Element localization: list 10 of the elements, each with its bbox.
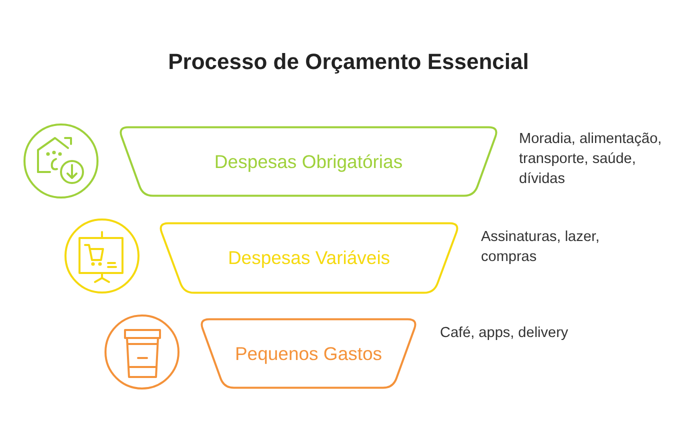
stage-description: Café, apps, delivery: [440, 324, 568, 343]
stage-description: Assinaturas, lazer, compras: [481, 228, 600, 267]
stage-label: Despesas Variáveis: [228, 247, 390, 269]
funnel-segment: [157, 222, 461, 294]
diagram-title: Processo de Orçamento Essencial: [168, 49, 529, 75]
stage-label: Despesas Obrigatórias: [214, 150, 403, 172]
stage-label: Pequenos Gastos: [234, 342, 382, 364]
funnel-segment: [198, 318, 419, 389]
stage-description: Moradia, alimentação, transporte, saúde, dívidas: [519, 130, 663, 189]
funnel-segment: [117, 126, 500, 197]
